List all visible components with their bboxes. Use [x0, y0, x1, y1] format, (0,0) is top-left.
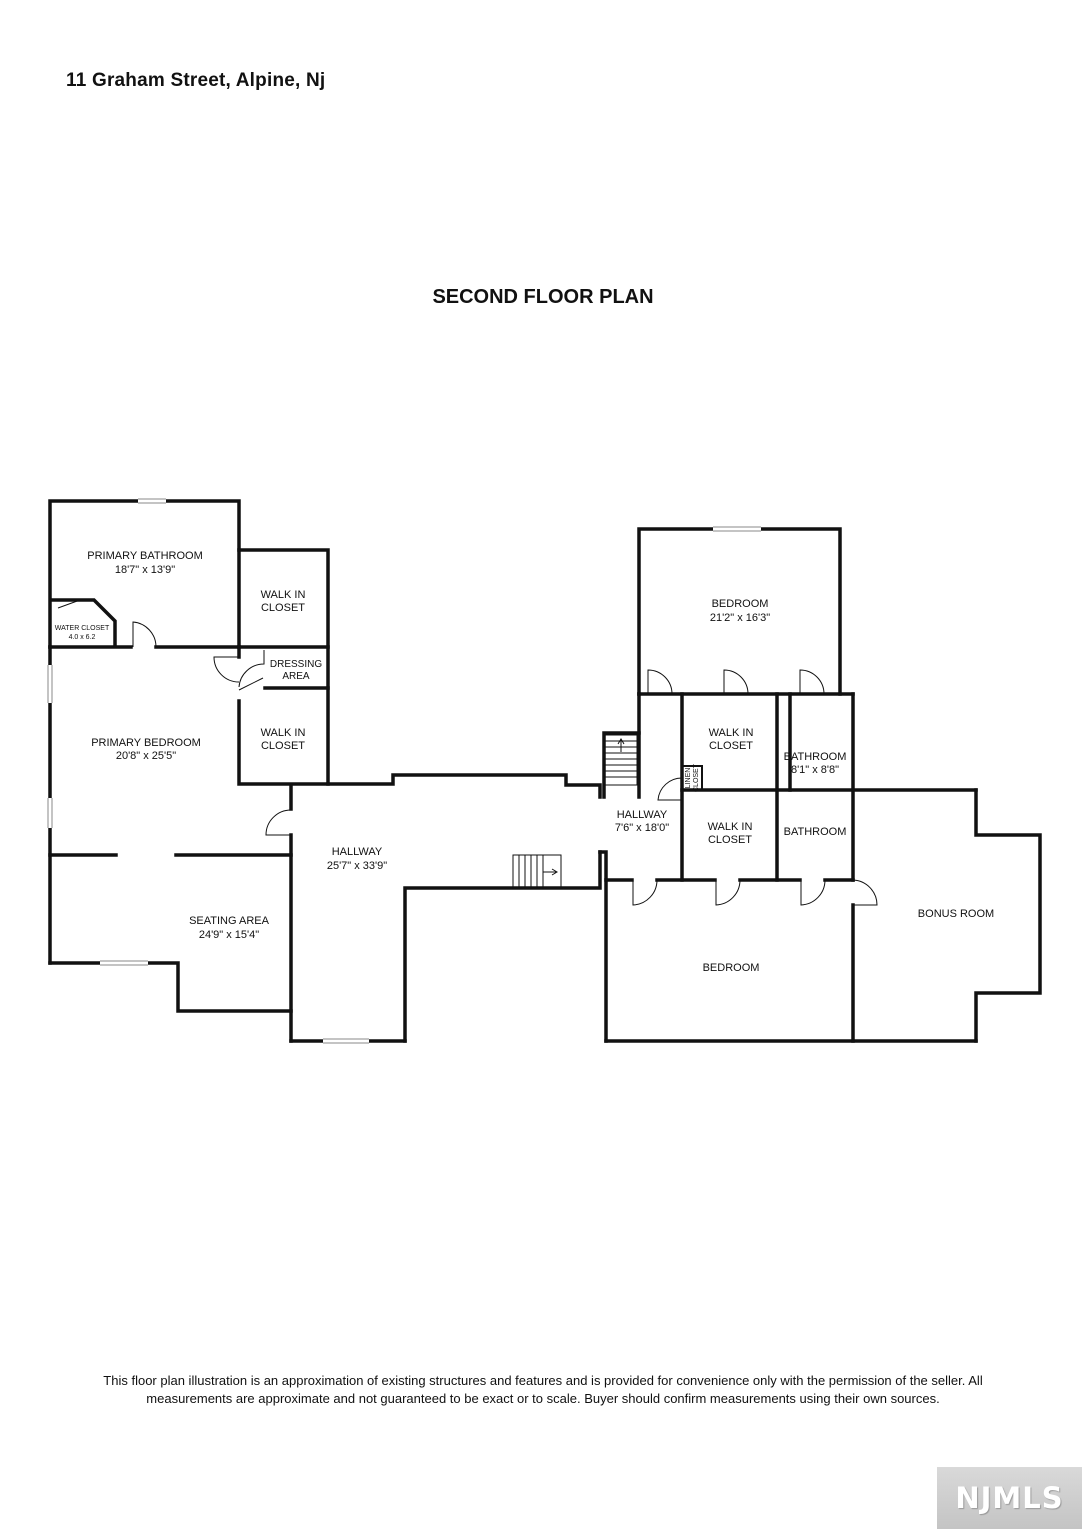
walk-in-closet-2-line2: CLOSET	[261, 740, 305, 752]
right-wing-walls	[598, 527, 1042, 1043]
primary-bedroom-dims: 20'8" x 25'5"	[116, 750, 176, 762]
linen-closet-line2: CLOSET	[693, 763, 700, 792]
windows	[47, 498, 761, 1044]
walk-in-closet-1-line1: WALK IN	[261, 589, 306, 601]
walk-in-closet-3-line2: CLOSET	[709, 740, 753, 752]
dressing-area-line1: DRESSING	[270, 659, 322, 670]
seating-area-dims: 24'9" x 15'4"	[199, 929, 259, 941]
hallway-right-name: HALLWAY	[617, 809, 668, 821]
walk-in-closet-1-line2: CLOSET	[261, 602, 305, 614]
bathroom-upper-dims: 8'1" x 8'8"	[791, 764, 839, 776]
linen-closet-line1: LINEN	[685, 768, 692, 789]
left-wing-walls	[48, 499, 602, 1043]
walk-in-closet-4-line1: WALK IN	[708, 821, 753, 833]
bonus-room-name: BONUS ROOM	[918, 908, 994, 920]
bedroom-upper-name: BEDROOM	[712, 598, 769, 610]
njmls-logo: NJMLS	[937, 1467, 1082, 1529]
hallway-main-name: HALLWAY	[332, 846, 383, 858]
primary-bathroom-dims: 18'7" x 13'9"	[115, 564, 175, 576]
bedroom-lower-name: BEDROOM	[703, 962, 760, 974]
walk-in-closet-3-line1: WALK IN	[709, 727, 754, 739]
seating-area-name: SEATING AREA	[189, 915, 270, 927]
plan-title: SECOND FLOOR PLAN	[432, 286, 654, 308]
property-address: 11 Graham Street, Alpine, Nj	[66, 70, 326, 91]
walk-in-closet-4-line2: CLOSET	[708, 834, 752, 846]
doors	[57, 599, 878, 906]
primary-bedroom-name: PRIMARY BEDROOM	[91, 737, 201, 749]
room-labels: PRIMARY BATHROOM 18'7" x 13'9" WATER CLO…	[55, 550, 994, 974]
primary-bathroom-name: PRIMARY BATHROOM	[87, 550, 203, 562]
hallway-right-dims: 7'6" x 18'0"	[615, 822, 669, 834]
water-closet-dims: 4.0 x 6.2	[69, 634, 96, 641]
disclaimer-text: This floor plan illustration is an appro…	[103, 1373, 983, 1406]
dressing-area-line2: AREA	[282, 671, 310, 682]
walk-in-closet-2-line1: WALK IN	[261, 727, 306, 739]
stairs-upper	[603, 734, 638, 786]
logo-text: NJMLS	[955, 1481, 1064, 1515]
bedroom-upper-dims: 21'2" x 16'3"	[710, 612, 770, 624]
bathroom-upper-name: BATHROOM	[784, 751, 847, 763]
hallway-main-dims: 25'7" x 33'9"	[327, 860, 387, 872]
stairs-lower	[512, 854, 562, 889]
water-closet-name: WATER CLOSET	[55, 625, 110, 632]
bathroom-lower-name: BATHROOM	[784, 826, 847, 838]
